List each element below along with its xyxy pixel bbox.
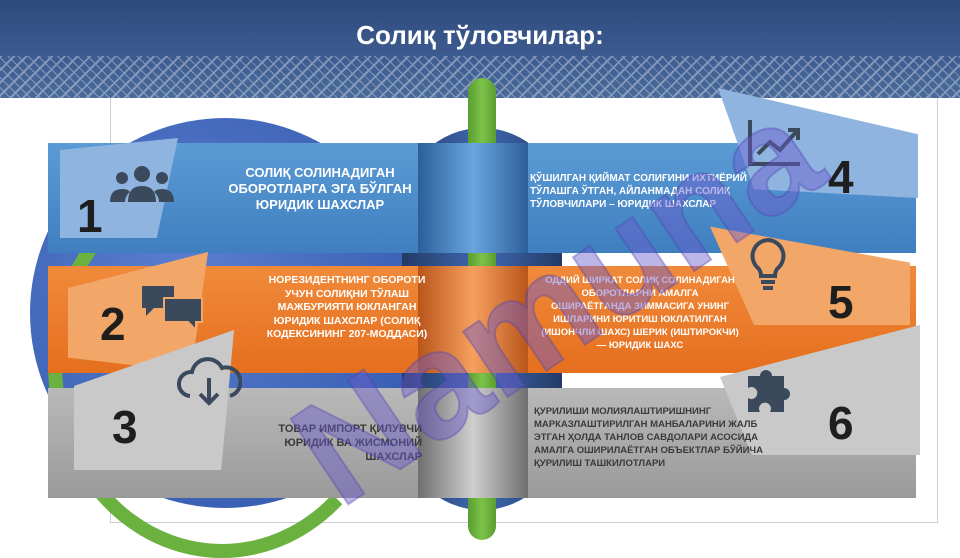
- block-5-text: ОДДИЙ ШИРКАТ СОЛИҚ СОЛИНАДИГАН ОБОРОТЛАР…: [541, 275, 739, 351]
- number-1: 1: [77, 190, 103, 242]
- cloud-download-icon: [177, 357, 242, 406]
- number-6: 6: [828, 397, 854, 449]
- center-strip-orange: [418, 266, 528, 373]
- block-4-text: ҚЎШИЛГАН ҚИЙМАТ СОЛИҒИНИ ИХТИЁРИЙ ТЎЛАШГ…: [530, 173, 747, 210]
- block-1-text: СОЛИҚ СОЛИНАДИГАН ОБОРОТЛАРГА ЭГА БЎЛГАН…: [228, 165, 412, 212]
- center-strip-blue: [418, 143, 528, 253]
- tab-1: [60, 138, 178, 238]
- center-strip-gray: [418, 388, 528, 498]
- number-4: 4: [828, 151, 854, 203]
- number-3: 3: [112, 401, 138, 453]
- block-3-text: ТОВАР ИМПОРТ ҚИЛУВЧИ ЮРИДИК ВА ЖИСМОНИЙ …: [278, 423, 422, 463]
- number-5: 5: [828, 276, 854, 328]
- line-chart-icon: [748, 120, 800, 166]
- people-group-icon: [110, 166, 174, 202]
- block-2-text: НОРЕЗИДЕНТНИНГ ОБОРОТИ УЧУН СОЛИҚНИ ТЎЛА…: [266, 274, 428, 340]
- watermark-text: Namuna: [264, 65, 850, 536]
- puzzle-icon: [748, 370, 790, 412]
- chat-bubbles-icon: [142, 286, 203, 332]
- page-title: Солиқ тўловчилар:: [356, 20, 604, 50]
- number-2: 2: [100, 298, 126, 350]
- watermark: Namuna: [263, 64, 850, 537]
- block-6-text: ҚУРИЛИШИ МОЛИЯЛАШТИРИШНИНГ МАРКАЗЛАШТИРИ…: [534, 406, 763, 469]
- lightbulb-icon: [750, 237, 786, 290]
